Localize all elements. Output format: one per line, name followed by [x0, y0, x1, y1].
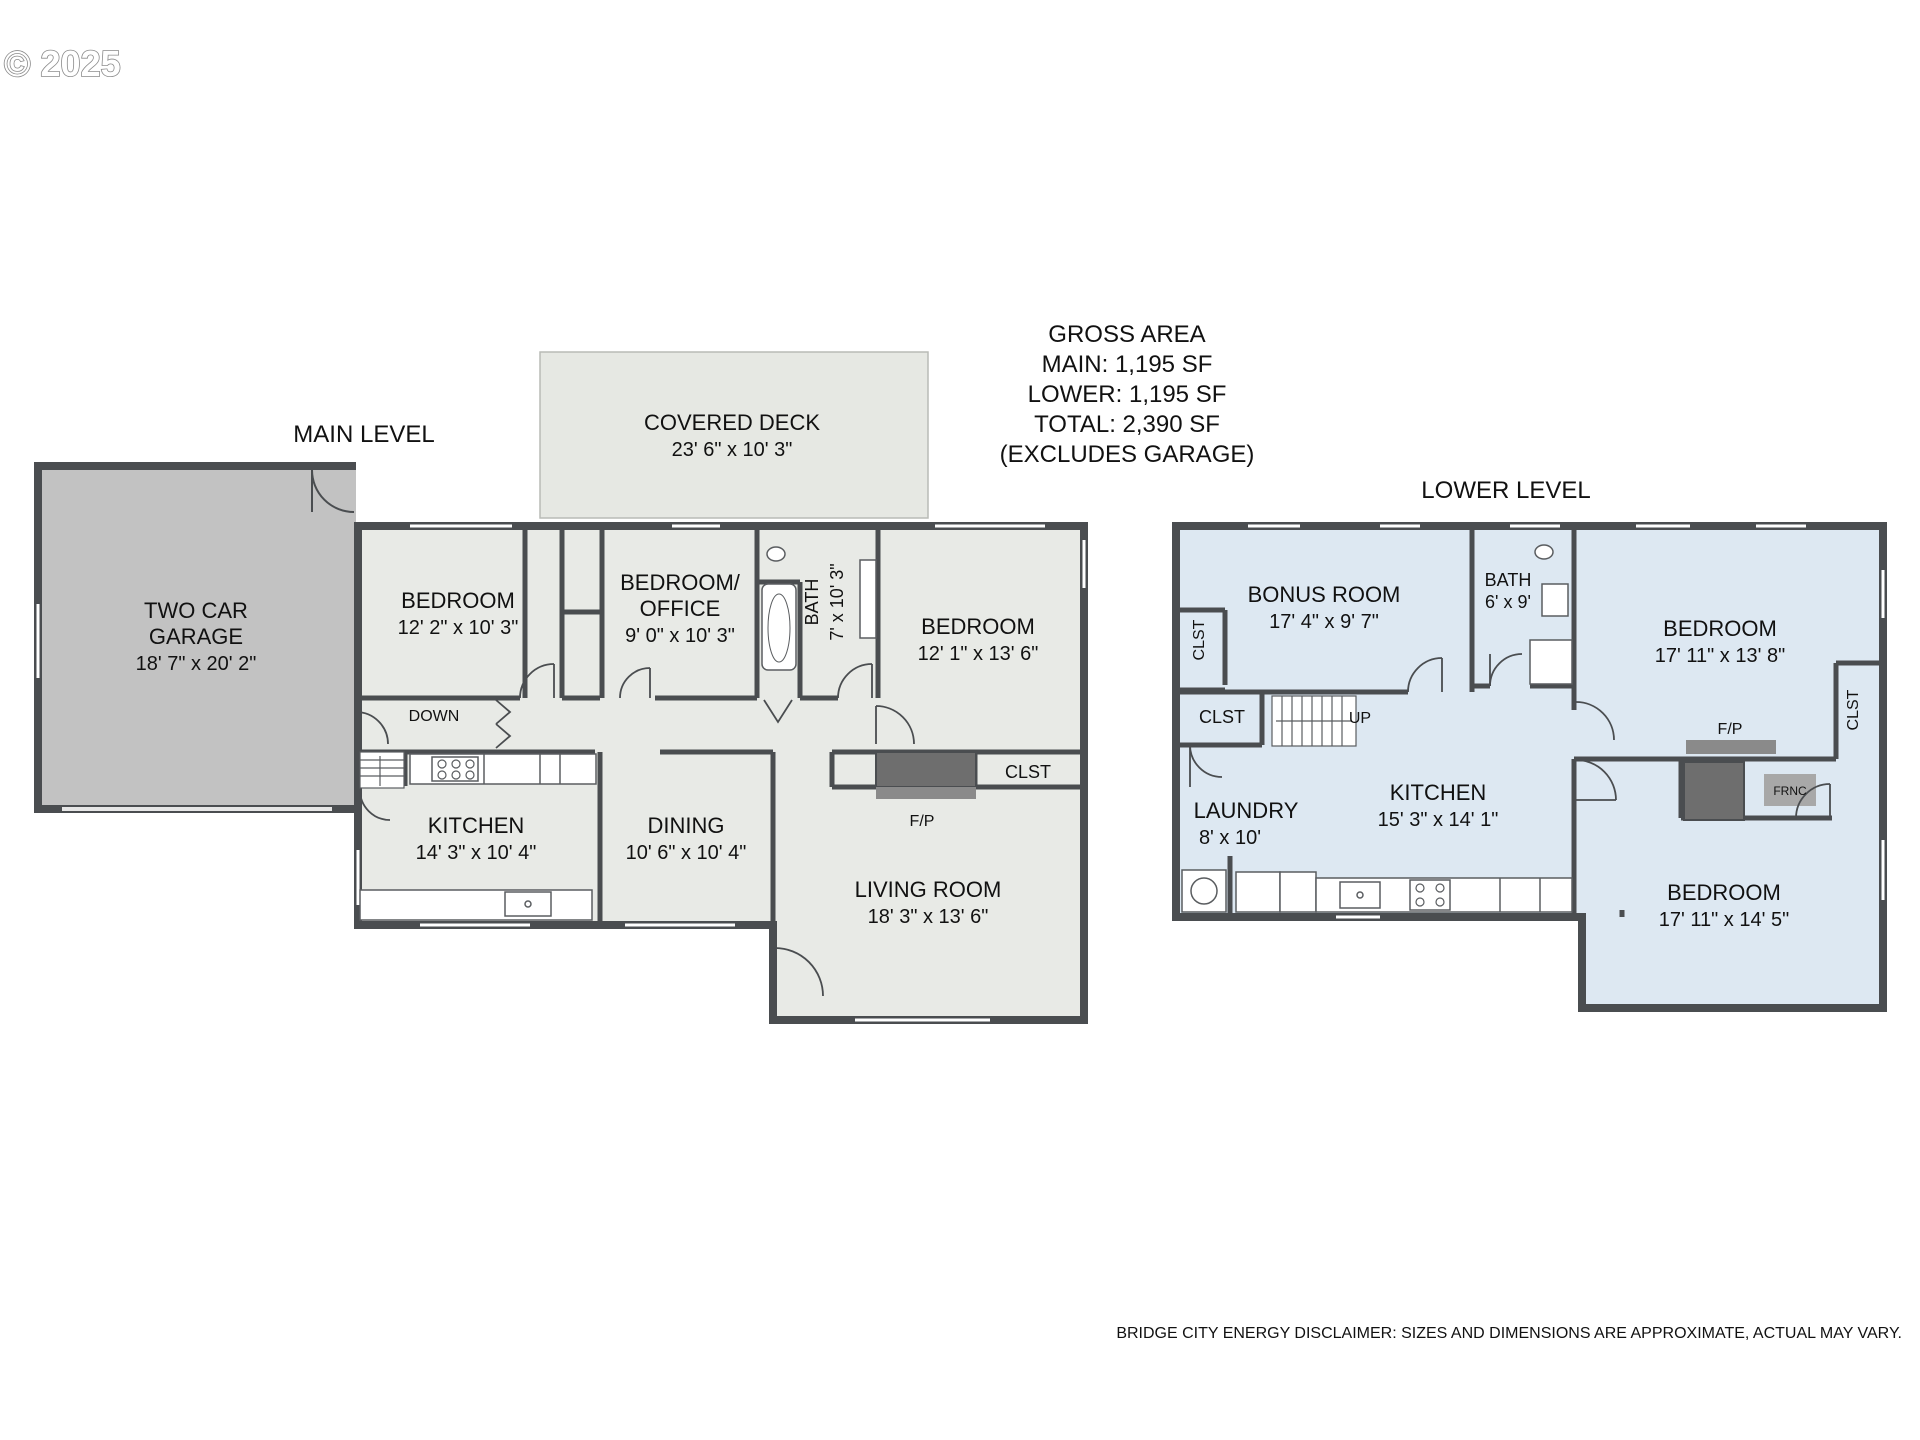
lower-kitchen-counters — [1235, 871, 1573, 913]
washer-icon — [1181, 869, 1227, 913]
dining-dims: 10' 6" x 10' 4" — [626, 842, 747, 864]
lower-sink-icon — [1541, 583, 1569, 617]
garage-name-line1: TWO CAR — [144, 598, 248, 623]
main-kitchen-dims: 14' 3" x 10' 4" — [416, 842, 537, 864]
bathtub-icon — [761, 583, 797, 671]
living-room-name: LIVING ROOM — [855, 877, 1002, 902]
covered-deck-dims: 23' 6" x 10' 3" — [672, 439, 793, 461]
lower-interior-walls — [1176, 526, 1883, 917]
lower-toilet-icon — [1534, 544, 1554, 560]
lower-windows — [1248, 524, 1885, 919]
lower-bedroom-bottom-name: BEDROOM — [1667, 880, 1781, 905]
bathtub-basin — [767, 593, 791, 663]
garage-name-line2: GARAGE — [149, 624, 243, 649]
stairs-up-label: UP — [1349, 710, 1371, 727]
toilet-icon — [766, 546, 786, 562]
main-doors — [355, 663, 915, 997]
main-level-title: MAIN LEVEL — [293, 421, 434, 448]
lower-exterior-walls — [1172, 522, 1887, 1012]
bedroom-left-dims: 12' 2" x 10' 3" — [398, 617, 519, 639]
main-fireplace — [875, 751, 977, 788]
main-fp-label: F/P — [910, 813, 935, 830]
lower-fireplace-hearth — [1686, 740, 1776, 754]
furnace-label: FRNC — [1773, 784, 1807, 798]
garage-dims: 18' 7" x 20' 2" — [136, 653, 257, 675]
bedroom-office-dims: 9' 0" x 10' 3" — [625, 625, 735, 647]
lower-stairs — [1271, 695, 1357, 747]
lower-bedroom-bottom-dims: 17' 11" x 14' 5" — [1659, 909, 1789, 931]
bedroom-right-dims: 12' 1" x 13' 6" — [918, 643, 1039, 665]
laundry-dims: 8' x 10' — [1199, 827, 1261, 849]
main-stairs — [359, 751, 405, 789]
lower-clst-vertical-label: CLST — [1191, 619, 1208, 660]
laundry-name: LAUNDRY — [1194, 798, 1299, 823]
bedroom-office-name-line1: BEDROOM/ — [620, 570, 741, 595]
main-level-plan: MAIN LEVEL TWO CAR GARAGE 18' 7" x 20' 2… — [34, 351, 1088, 1024]
lower-level-plan: LOWER LEVEL BONUS ROOM 17' 4" x 9' 7" CL… — [1172, 477, 1887, 1012]
lower-fireplace — [1683, 761, 1745, 821]
main-stove-icon — [437, 759, 475, 780]
disclaimer-text: BRIDGE CITY ENERGY DISCLAIMER: SIZES AND… — [1116, 1325, 1902, 1342]
garage-floor — [38, 466, 356, 809]
main-kitchen-counters — [359, 753, 597, 921]
lower-kitchen-name: KITCHEN — [1390, 780, 1487, 805]
main-bath-name: BATH — [802, 579, 822, 626]
gross-area-note: (EXCLUDES GARAGE) — [1000, 441, 1255, 468]
main-hearth — [876, 787, 976, 799]
main-kitchen-name: KITCHEN — [428, 813, 525, 838]
main-windows — [356, 524, 1086, 1022]
lower-kitchen-dims: 15' 3" x 14' 1" — [1378, 809, 1499, 831]
bedroom-right-name: BEDROOM — [921, 614, 1035, 639]
lower-bath-dims: 6' x 9' — [1485, 592, 1531, 612]
lower-bath-name: BATH — [1485, 570, 1532, 590]
vanity-icon — [859, 559, 877, 639]
lower-fp-label: F/P — [1718, 721, 1743, 738]
lower-clst-small-label: CLST — [1199, 707, 1245, 727]
bonus-room-dims: 17' 4" x 9' 7" — [1269, 611, 1379, 633]
main-clst-label: CLST — [1005, 762, 1051, 782]
gross-area-main: MAIN: 1,195 SF — [1042, 351, 1213, 378]
living-room-dims: 18' 3" x 13' 6" — [868, 906, 989, 928]
lower-clst-right-label: CLST — [1845, 689, 1862, 730]
lower-stove-icon — [1415, 883, 1445, 907]
stairs-down-label: DOWN — [409, 708, 460, 725]
gross-area-title: GROSS AREA — [1048, 321, 1205, 348]
lower-bedroom-top-name: BEDROOM — [1663, 616, 1777, 641]
copyright-watermark: © 2025 — [4, 43, 121, 84]
shower-icon — [1529, 639, 1573, 685]
covered-deck-area — [539, 351, 929, 519]
bonus-room-name: BONUS ROOM — [1248, 582, 1401, 607]
bedroom-office-name-line2: OFFICE — [640, 596, 721, 621]
covered-deck-name: COVERED DECK — [644, 410, 820, 435]
lower-doors — [1189, 653, 1831, 819]
gross-area-total: TOTAL: 2,390 SF — [1034, 411, 1220, 438]
dining-name: DINING — [648, 813, 725, 838]
main-bath-dims: 7' x 10' 3" — [827, 563, 847, 640]
lower-bedroom-top-dims: 17' 11" x 13' 8" — [1655, 645, 1785, 667]
lower-level-title: LOWER LEVEL — [1421, 477, 1590, 504]
furnace-icon — [1764, 774, 1816, 806]
gross-area-lower: LOWER: 1,195 SF — [1028, 381, 1227, 408]
bedroom-left-name: BEDROOM — [401, 588, 515, 613]
gross-area-block: GROSS AREA MAIN: 1,195 SF LOWER: 1,195 S… — [1000, 321, 1255, 468]
